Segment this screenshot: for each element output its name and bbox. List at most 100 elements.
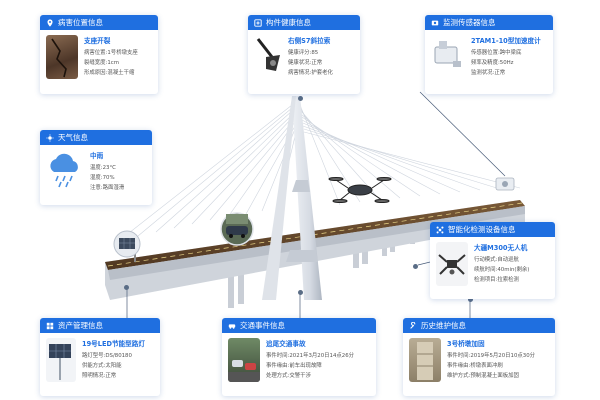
maintenance-history-card-body: 3号桥墩加固 事件时间:2019年5月20日10点30分 事件缘由:桥墩表面冲刷… — [403, 333, 555, 387]
maintenance-icon — [410, 321, 416, 329]
component-row-score: 健康评分:85 — [288, 50, 319, 56]
asset-row-power: 供能方式:太阳能 — [82, 363, 122, 369]
drone-name: 大疆M300无人机 — [474, 244, 528, 252]
led-lamp-photo — [46, 338, 76, 382]
weather-condition: 中雨 — [90, 152, 104, 160]
maintenance-row-time: 事件时间:2019年5月20日10点30分 — [447, 353, 536, 359]
traffic-event-name: 追尾交通事故 — [266, 340, 306, 348]
drone-illustration — [328, 177, 392, 203]
drone-icon — [436, 226, 444, 233]
maintenance-row-cause: 事件缘由:桥墩表面冲刷 — [447, 363, 503, 369]
asset-info-card[interactable]: 资产管理信息 19号LED节能型路灯 路灯型号:DS/80180 供能方式:太阳… — [40, 318, 160, 396]
component-name: 右侧S7斜拉索 — [288, 37, 331, 45]
disease-row-cause: 形成原因:混凝土干缩 — [84, 70, 135, 76]
component-health-card-header: 构件健康信息 — [248, 15, 360, 30]
weather-row-notice: 注意:路面湿滑 — [90, 185, 125, 191]
sensor-info: 2TAM1-10型加速度计 传感器位置:跨中梁底 频率及精度:50Hz 监测状况… — [471, 35, 541, 79]
maintenance-info: 3号桥墩加固 事件时间:2019年5月20日10点30分 事件缘由:桥墩表面冲刷… — [447, 338, 535, 382]
bridge-pylon — [262, 96, 322, 300]
sensor-info-card-header: 监测传感器信息 — [425, 15, 553, 30]
drone-info-card[interactable]: 智能化检测设备信息 大疆M300无人机 行动模式:自动巡航 续航时间:40min… — [430, 222, 555, 299]
drone-row-task: 检测项目:拉索检测 — [474, 277, 519, 283]
maintenance-row-method: 维护方式:预制混凝土面板加固 — [447, 373, 519, 379]
weather-info-card-header: 天气信息 — [40, 130, 152, 145]
component-health-card[interactable]: 构件健康信息 右侧S7斜拉索 健康评分:85 健康状况:正常 病害情况:护套老化 — [248, 15, 360, 94]
drone-info-card-title: 智能化检测设备信息 — [448, 225, 516, 234]
asset-icon — [46, 322, 54, 329]
rain-cloud-icon — [46, 150, 84, 190]
maintenance-name: 3号桥墩加固 — [447, 340, 485, 348]
drone-info: 大疆M300无人机 行动模式:自动巡航 续航时间:40min(剩余) 检测项目:… — [474, 242, 529, 286]
disease-row-width: 裂缝宽度:1cm — [84, 60, 120, 66]
weather-info-card-title: 天气信息 — [58, 133, 88, 142]
disease-crack-photo — [46, 35, 78, 79]
weather-row-humidity: 湿度:70% — [90, 175, 115, 181]
sensor-icon — [431, 20, 439, 25]
sensor-row-status: 监测状况:正常 — [471, 70, 506, 76]
traffic-event-card-header: 交通事件信息 — [222, 318, 376, 333]
traffic-anchor-marker — [298, 290, 303, 295]
traffic-info: 追尾交通事故 事件时间:2021年3月20日14点26分 事件缘由:前车出现故障… — [266, 338, 354, 382]
traffic-event-card[interactable]: 交通事件信息 追尾交通事故 事件时间:2021年3月20日14点26分 事件缘由… — [222, 318, 376, 396]
sensor-info-card-title: 监测传感器信息 — [443, 18, 496, 27]
asset-name: 19号LED节能型路灯 — [82, 340, 145, 348]
drone-m300-photo — [436, 242, 468, 286]
sensor-name: 2TAM1-10型加速度计 — [471, 37, 541, 45]
maintenance-anchor-marker — [468, 297, 473, 302]
weather-info: 中雨 温度:23°C 湿度:70% 注意:路面湿滑 — [90, 150, 124, 192]
drone-info-card-header: 智能化检测设备信息 — [430, 222, 555, 237]
lamp-anchor-marker — [124, 285, 129, 290]
component-info: 右侧S7斜拉索 健康评分:85 健康状况:正常 病害情况:护套老化 — [288, 35, 333, 79]
asset-info-card-body: 19号LED节能型路灯 路灯型号:DS/80180 供能方式:太阳能 照明情况:… — [40, 333, 160, 387]
component-icon — [254, 18, 262, 27]
disease-row-location: 病害位置:1号桥墩支座 — [84, 50, 138, 56]
drone-info-card-body: 大疆M300无人机 行动模式:自动巡航 续航时间:40min(剩余) 检测项目:… — [430, 237, 555, 291]
component-row-disease: 病害情况:护套老化 — [288, 70, 333, 76]
weather-info-card-body: 中雨 温度:23°C 湿度:70% 注意:路面湿滑 — [40, 145, 152, 197]
drone-anchor-marker — [413, 264, 418, 269]
accelerometer-photo — [431, 35, 465, 79]
drone-row-endurance: 续航时间:40min(剩余) — [474, 267, 530, 273]
maintenance-history-card[interactable]: 历史维护信息 3号桥墩加固 事件时间:2019年5月20日10点30分 事件缘由… — [403, 318, 555, 396]
disease-info: 支座开裂 病害位置:1号桥墩支座 裂缝宽度:1cm 形成原因:混凝土干缩 — [84, 35, 138, 79]
pylon-top-marker — [298, 96, 303, 101]
asset-row-model: 路灯型号:DS/80180 — [82, 353, 132, 359]
traffic-accident-photo — [228, 338, 260, 382]
asset-info-card-header: 资产管理信息 — [40, 318, 160, 333]
sensor-device-marker — [495, 177, 515, 191]
weather-row-temperature: 温度:23°C — [90, 165, 116, 171]
sensor-row-frequency: 频率及精度:50Hz — [471, 60, 514, 66]
weather-icon — [46, 133, 54, 142]
component-health-card-title: 构件健康信息 — [266, 18, 311, 27]
maintenance-history-card-header: 历史维护信息 — [403, 318, 555, 333]
cable-anchor-photo — [254, 35, 282, 79]
pier-reinforcement-photo — [409, 338, 441, 382]
traffic-row-handling: 处理方式:交警干涉 — [266, 373, 311, 379]
component-row-status: 健康状况:正常 — [288, 60, 323, 66]
location-icon — [47, 18, 53, 27]
disease-location-card-body: 支座开裂 病害位置:1号桥墩支座 裂缝宽度:1cm 形成原因:混凝土干缩 — [40, 30, 158, 84]
weather-info-card[interactable]: 天气信息 中雨 温度:23°C 湿度:70% 注意:路面湿滑 — [40, 130, 152, 205]
component-health-card-body: 右侧S7斜拉索 健康评分:85 健康状况:正常 病害情况:护套老化 — [248, 30, 360, 84]
asset-row-lighting: 照明情况:正常 — [82, 373, 117, 379]
traffic-event-card-title: 交通事件信息 — [240, 321, 285, 330]
traffic-icon — [228, 323, 236, 329]
sensor-row-location: 传感器位置:跨中梁底 — [471, 50, 522, 56]
traffic-accident-marker — [220, 212, 254, 246]
asset-info-card-title: 资产管理信息 — [58, 321, 103, 330]
disease-name: 支座开裂 — [84, 37, 111, 45]
sensor-info-card[interactable]: 监测传感器信息 2TAM1-10型加速度计 传感器位置:跨中梁底 频率及精度:5… — [425, 15, 553, 94]
asset-info: 19号LED节能型路灯 路灯型号:DS/80180 供能方式:太阳能 照明情况:… — [82, 338, 145, 382]
disease-location-card-header: 病害位置信息 — [40, 15, 158, 30]
stay-cables — [119, 104, 521, 241]
disease-location-card[interactable]: 病害位置信息 支座开裂 病害位置:1号桥墩支座 裂缝宽度:1cm 形成原因:混凝… — [40, 15, 158, 94]
traffic-row-time: 事件时间:2021年3月20日14点26分 — [266, 353, 355, 359]
maintenance-history-card-title: 历史维护信息 — [421, 321, 466, 330]
traffic-event-card-body: 追尾交通事故 事件时间:2021年3月20日14点26分 事件缘由:前车出现故障… — [222, 333, 376, 387]
drone-row-mode: 行动模式:自动巡航 — [474, 257, 519, 263]
traffic-row-cause: 事件缘由:前车出现故障 — [266, 363, 322, 369]
disease-location-card-title: 病害位置信息 — [58, 18, 103, 27]
sensor-info-card-body: 2TAM1-10型加速度计 传感器位置:跨中梁底 频率及精度:50Hz 监测状况… — [425, 30, 553, 84]
street-lamp-marker — [113, 230, 141, 262]
